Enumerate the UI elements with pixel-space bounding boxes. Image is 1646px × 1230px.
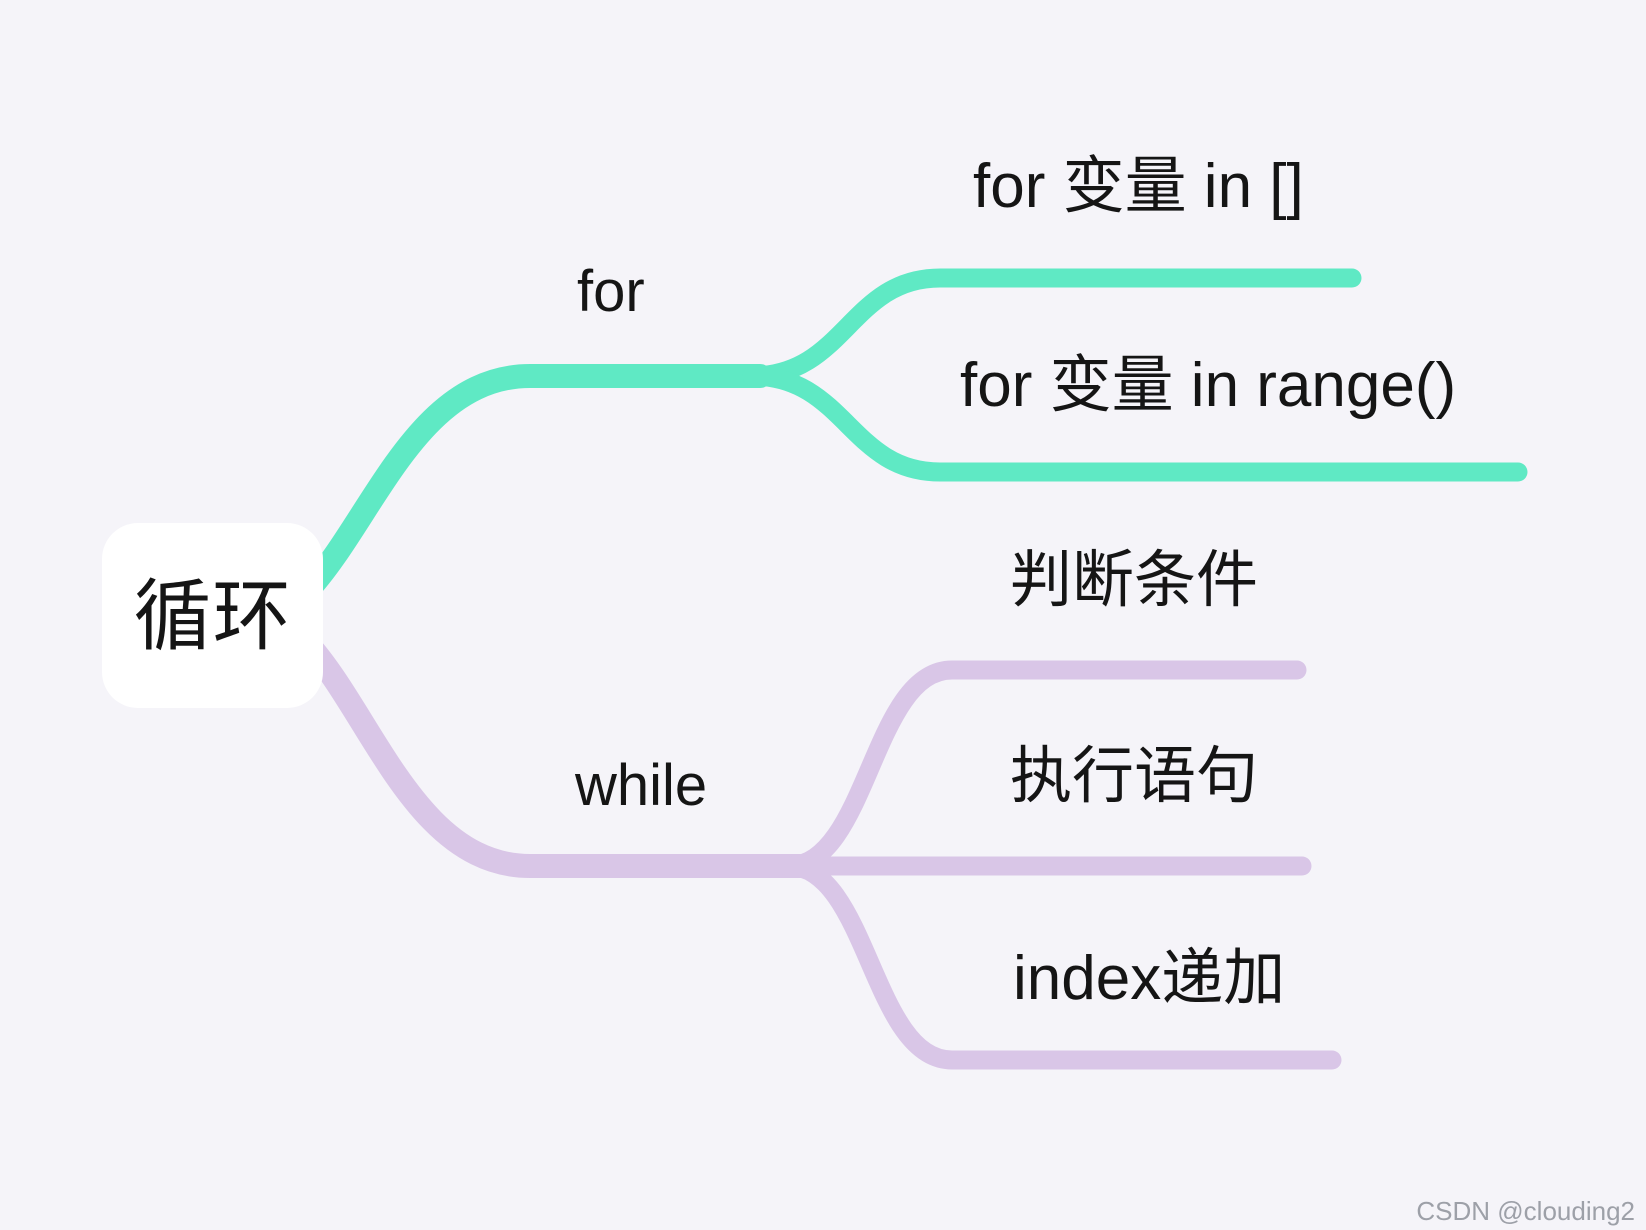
child-node-for-in-range[interactable]: for 变量 in range() [960, 351, 1457, 420]
child-node-while-statement[interactable]: 执行语句 [1010, 742, 1259, 811]
root-node-loop[interactable]: 循环 [102, 523, 323, 708]
while-child-condition-line [778, 660, 1307, 876]
child-node-while-condition[interactable]: 判断条件 [1010, 546, 1259, 615]
branch-node-while[interactable]: while [575, 753, 708, 818]
csdn-watermark: CSDN @clouding2 [1416, 1196, 1635, 1226]
while-child-index-line [778, 856, 1342, 1070]
while-trunk-line [294, 630, 812, 878]
for-child-list-line [742, 268, 1362, 386]
child-node-while-index-increment[interactable]: index递加 [1013, 944, 1286, 1013]
child-node-for-in-list[interactable]: for 变量 in [] [973, 152, 1304, 221]
for-trunk-line [294, 364, 772, 604]
branch-node-for[interactable]: for [577, 259, 645, 324]
for-child-range-line [742, 366, 1528, 482]
root-node-label: 循环 [133, 571, 292, 660]
